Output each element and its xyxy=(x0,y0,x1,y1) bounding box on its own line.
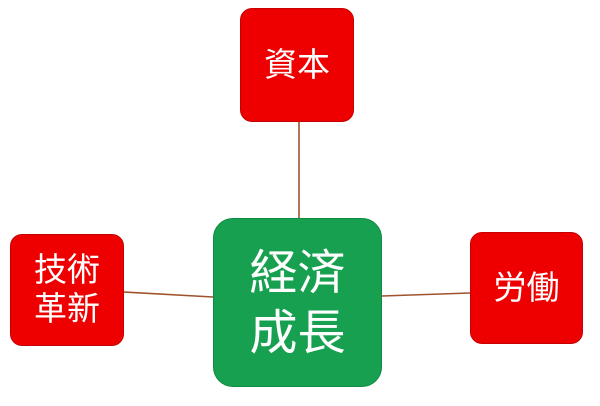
innovation-node: 技術 革新 xyxy=(10,234,124,346)
capital-node: 資本 xyxy=(240,8,354,122)
labor-node: 労働 xyxy=(470,232,583,344)
innovation-label: 技術 革新 xyxy=(34,250,100,328)
connector-center-innovation xyxy=(123,291,214,298)
connector-center-labor xyxy=(381,292,471,297)
economic-growth-node: 経済 成長 xyxy=(213,218,382,387)
capital-label: 資本 xyxy=(264,44,330,84)
labor-label: 労働 xyxy=(493,267,560,307)
economic-growth-label: 経済 成長 xyxy=(249,244,346,361)
